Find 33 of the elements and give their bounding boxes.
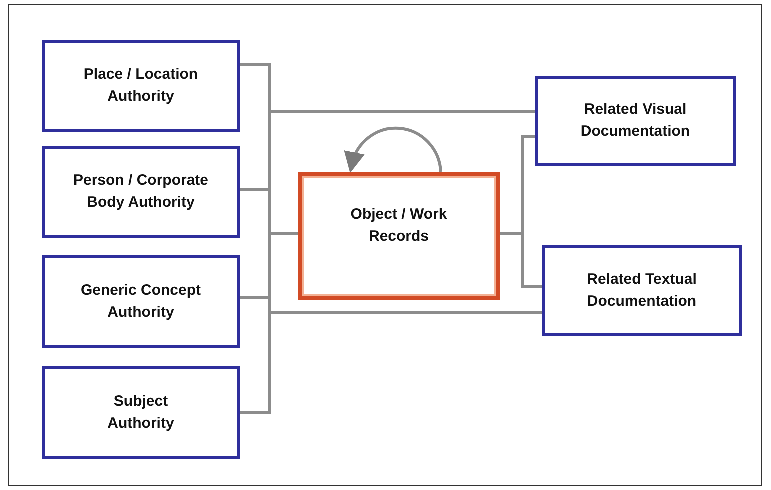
entity-box [542,245,742,336]
connector-line [268,312,544,314]
box-label: Generic Concept Authority [80,280,202,322]
box-label: Place / Location Authority [82,65,200,107]
connector-line [268,110,536,114]
entity-box [42,40,240,132]
connector-line [522,286,544,288]
connector-line [268,232,300,236]
box-label: Person / Corporate Body Authority [72,171,210,213]
box-label: Related Textual Documentation [586,270,698,312]
entity-box [42,255,240,348]
connector-line [238,296,272,300]
entity-box [42,146,240,238]
box-label: Object / Work Records [350,205,448,247]
connector-line [522,136,536,138]
connector-line [268,110,272,192]
box-label: Related Visual Documentation [580,100,692,142]
connector-line [522,136,524,236]
connector-line [268,232,272,300]
loop-arrow [345,126,442,174]
connector-line [268,188,272,236]
connector-line [268,296,272,314]
connector-line [498,232,524,236]
connector-line [238,412,272,414]
connector-line [268,312,272,414]
record-box [298,172,500,300]
connector-line [522,232,524,288]
entity-box [42,366,240,459]
connector-line [238,64,272,66]
entity-box [535,76,736,166]
box-label: Subject Authority [106,392,176,434]
connector-line [238,188,272,192]
connector-line [268,64,272,114]
